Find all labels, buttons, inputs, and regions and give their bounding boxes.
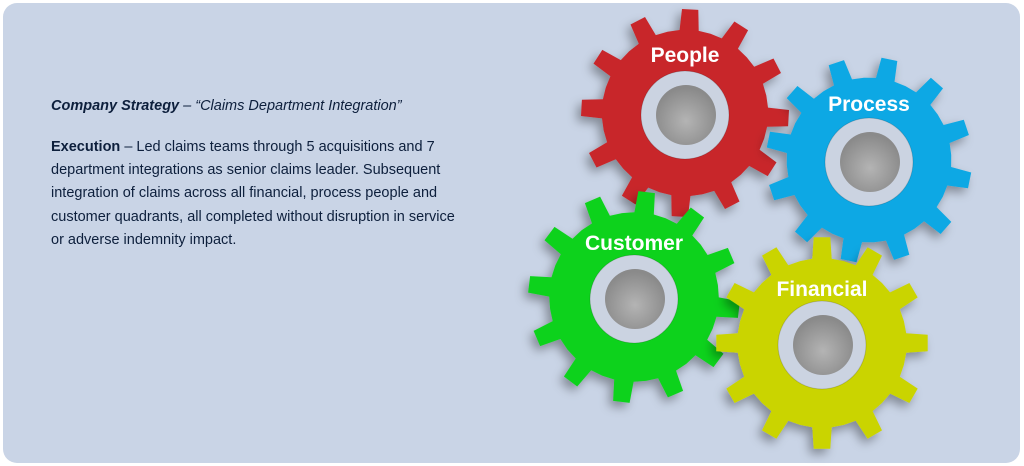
gear-hole: [605, 269, 665, 329]
execution-label: Execution: [51, 139, 121, 155]
gear-label: Process: [828, 93, 910, 116]
strategy-label: Company Strategy: [51, 98, 180, 114]
execution-paragraph: Execution – Led claims teams through 5 a…: [51, 136, 471, 252]
gear-hole: [793, 315, 853, 375]
gear-hole: [840, 132, 900, 192]
execution-separator: –: [120, 139, 137, 155]
gear-process: Process: [766, 57, 972, 263]
strategy-separator: –: [179, 98, 196, 114]
gear-financial: Financial: [716, 237, 928, 449]
execution-text: Led claims teams through 5 acquisitions …: [51, 139, 455, 248]
gear-label: Financial: [776, 278, 867, 301]
gear-hole: [656, 85, 716, 145]
gear-label: Customer: [585, 232, 683, 255]
gear-people: People: [581, 9, 789, 217]
gear-label: People: [651, 44, 720, 67]
strategy-line: Company Strategy – “Claims Department In…: [51, 96, 471, 116]
strategy-value: “Claims Department Integration”: [195, 98, 402, 114]
description-block: Company Strategy – “Claims Department In…: [51, 96, 471, 252]
gear-customer: Customer: [528, 191, 740, 403]
